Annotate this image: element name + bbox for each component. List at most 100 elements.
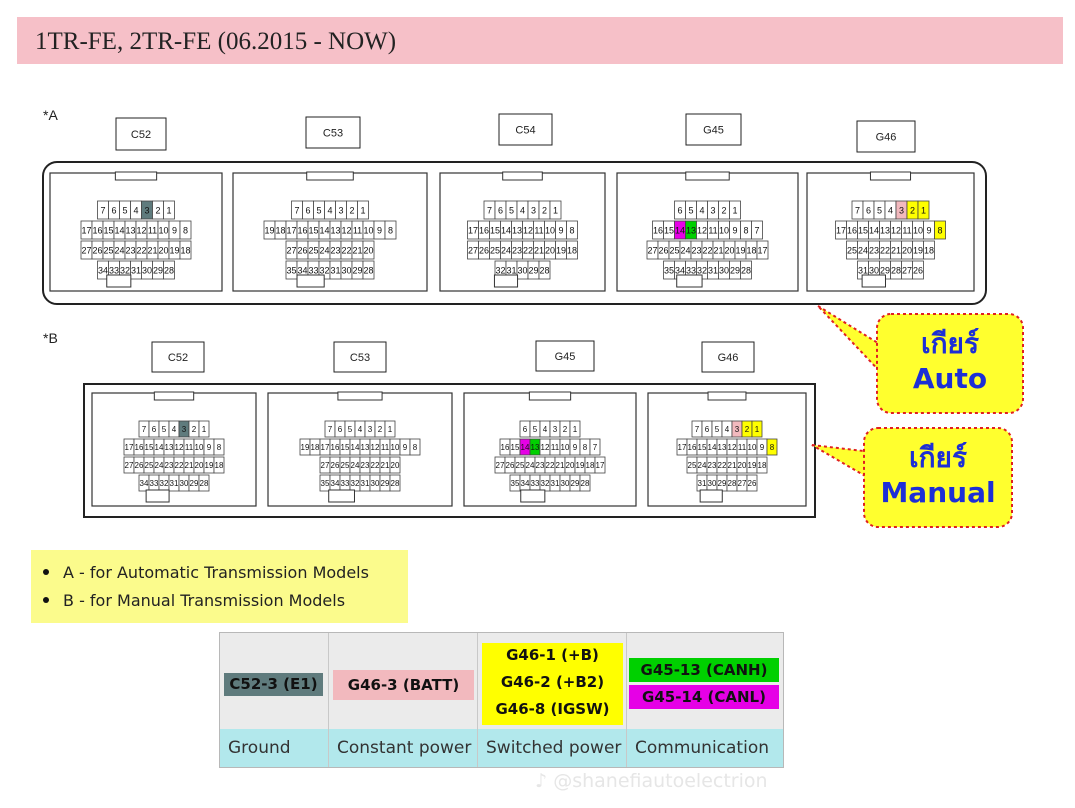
b-pin-label-g46-17: 17: [678, 443, 687, 452]
b-pin-label-g45-30: 30: [561, 479, 570, 488]
b-pin-label-g46-13: 13: [718, 443, 727, 452]
a-pin-label-g45-10: 10: [719, 226, 729, 236]
a-pin-label-c52-14: 14: [114, 226, 124, 236]
a-pin-label-g46-17: 17: [836, 226, 846, 236]
b-pin-label-c52-17: 17: [125, 443, 134, 452]
a-pin-label-c53-8: 8: [388, 226, 393, 236]
b-pin-label-g46-8: 8: [770, 443, 775, 452]
b-pin-label-g45-9: 9: [573, 443, 578, 452]
a-pin-label-c53-17: 17: [286, 226, 296, 236]
b-pin-label-g45-2: 2: [563, 425, 568, 434]
a-pin-label-g45-8: 8: [743, 226, 748, 236]
a-pin-label-c53-20: 20: [363, 246, 373, 256]
a-pin-label-c53-19: 19: [264, 226, 274, 236]
a-connector-label-c52: C52: [131, 129, 151, 141]
a-pin-label-c54-7: 7: [487, 206, 492, 216]
a-pin-label-c53-9: 9: [377, 226, 382, 236]
a-pin-label-c54-12: 12: [523, 226, 533, 236]
b-pin-label-g46-5: 5: [715, 425, 720, 434]
callout-manual-box: [863, 427, 1013, 528]
note-item-a: A - for Automatic Transmission Models: [43, 563, 369, 582]
b-pin-label-g46-14: 14: [708, 443, 717, 452]
a-pin-label-c52-31: 31: [131, 266, 141, 276]
a-connector-latch: [869, 171, 912, 181]
b-pin-label-g45-10: 10: [561, 443, 570, 452]
a-pin-label-g46-5: 5: [877, 206, 882, 216]
a-pin-label-c53-31: 31: [330, 266, 340, 276]
a-pin-label-c52-19: 19: [169, 246, 179, 256]
pin-chip-canl: G45-14 (CANL): [629, 685, 779, 709]
a-pin-label-c53-27: 27: [286, 246, 296, 256]
b-pin-label-c52-9: 9: [207, 443, 212, 452]
a-pin-label-c54-30: 30: [517, 266, 527, 276]
a-pin-label-g46-1: 1: [921, 206, 926, 216]
b-pin-label-c52-23: 23: [165, 461, 174, 470]
a-pin-label-c53-21: 21: [352, 246, 362, 256]
callout-manual-line2: Manual: [880, 476, 996, 509]
a-pin-label-c53-16: 16: [297, 226, 307, 236]
b-pin-label-g45-20: 20: [566, 461, 575, 470]
a-pin-label-c53-13: 13: [330, 226, 340, 236]
a-pin-label-g45-31: 31: [708, 266, 718, 276]
a-label-box-c52: [115, 117, 167, 151]
a-pin-label-c52-13: 13: [125, 226, 135, 236]
b-pin-label-g45-23: 23: [536, 461, 545, 470]
a-connector-label-c53: C53: [323, 128, 343, 140]
b-pin-label-c53-2: 2: [378, 425, 383, 434]
b-pin-label-c53-6: 6: [338, 425, 343, 434]
b-pin-label-c53-12: 12: [371, 443, 380, 452]
a-pin-label-g45-4: 4: [699, 206, 704, 216]
watermark: ♪ @shanefiautoelectrion: [535, 770, 768, 792]
a-pin-label-g46-22: 22: [880, 246, 890, 256]
music-note-icon: ♪: [535, 770, 548, 792]
b-pin-label-g46-7: 7: [695, 425, 700, 434]
a-pin-label-c54-29: 29: [528, 266, 538, 276]
note-item-b: B - for Manual Transmission Models: [43, 591, 345, 610]
a-pin-label-g45-23: 23: [691, 246, 701, 256]
callout-manual: เกียร์ Manual: [864, 440, 1012, 510]
a-pin-label-c52-8: 8: [183, 226, 188, 236]
pin-chip-switched-2: G46-2 (+B2): [500, 673, 605, 691]
b-label-box-g46: [701, 341, 755, 373]
a-pin-label-g45-17: 17: [757, 246, 767, 256]
a-pin-label-c52-7: 7: [100, 206, 105, 216]
a-pin-g46-8: [934, 220, 946, 240]
a-pin-c53-1: [357, 200, 369, 220]
a-pin-label-c53-1: 1: [360, 206, 365, 216]
b-pin-label-c52-15: 15: [145, 443, 154, 452]
a-pin-label-c53-25: 25: [308, 246, 318, 256]
a-pin-label-g45-24: 24: [680, 246, 690, 256]
callout-auto: เกียร์ Auto: [877, 326, 1023, 396]
a-pin-label-c53-4: 4: [327, 206, 332, 216]
a-pin-label-g45-15: 15: [664, 226, 674, 236]
pin-chip-switched-3: G46-8 (IGSW): [495, 700, 610, 718]
b-pin-label-c53-25: 25: [341, 461, 350, 470]
b-pin-label-g45-25: 25: [516, 461, 525, 470]
a-pin-label-c54-26: 26: [479, 246, 489, 256]
transmission-notes: A - for Automatic Transmission Models B …: [31, 550, 408, 623]
b-pin-label-g46-30: 30: [708, 479, 717, 488]
b-pin-label-c52-8: 8: [217, 443, 222, 452]
a-pin-label-g46-25: 25: [847, 246, 857, 256]
a-pin-label-c53-15: 15: [308, 226, 318, 236]
b-pin-c53-8: [409, 438, 421, 456]
a-pin-label-c52-9: 9: [172, 226, 177, 236]
a-pin-label-g46-28: 28: [891, 266, 901, 276]
b-pin-label-g45-17: 17: [596, 461, 605, 470]
b-pin-label-g46-31: 31: [698, 479, 707, 488]
a-pin-label-c52-15: 15: [103, 226, 113, 236]
a-pin-label-c54-4: 4: [520, 206, 525, 216]
a-pin-label-c52-17: 17: [81, 226, 91, 236]
a-pin-label-g46-31: 31: [858, 266, 868, 276]
diagram-b-mark: *B: [43, 330, 58, 346]
a-connector-key: [493, 274, 519, 288]
a-pin-label-c52-4: 4: [133, 206, 138, 216]
a-connector-latch: [502, 171, 543, 181]
a-pin-label-g46-6: 6: [866, 206, 871, 216]
b-pin-label-c52-30: 30: [180, 479, 189, 488]
a-pin-label-c53-30: 30: [341, 266, 351, 276]
a-pin-label-c53-18: 18: [275, 226, 285, 236]
note-text-a: A - for Automatic Transmission Models: [63, 563, 369, 582]
a-connector-latch: [306, 171, 354, 181]
